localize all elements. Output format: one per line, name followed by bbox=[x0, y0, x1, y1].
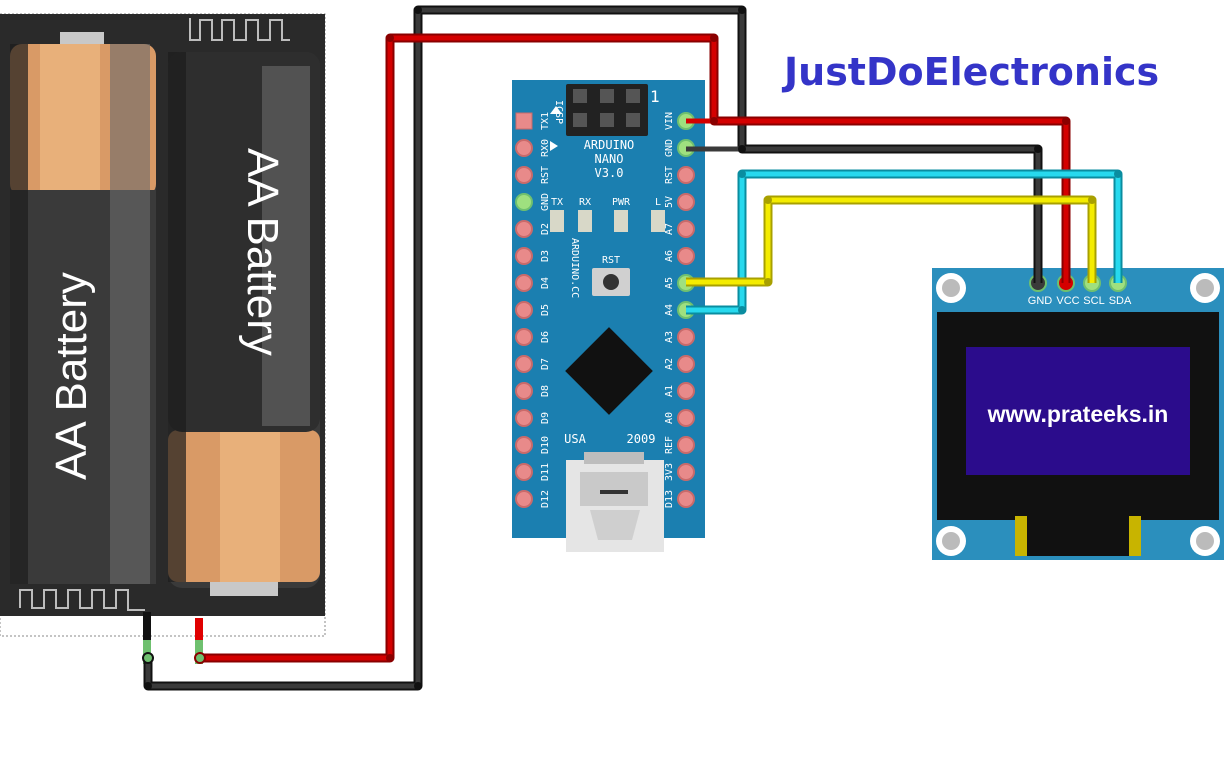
pin-label: D4 bbox=[540, 277, 551, 289]
oled-pin-label: SCL bbox=[1083, 295, 1104, 307]
led-rx-label: RX bbox=[579, 197, 591, 208]
oled-pin-label: VCC bbox=[1056, 295, 1079, 307]
led-pwr-label: PWR bbox=[612, 197, 631, 208]
pin-label: D11 bbox=[540, 463, 551, 481]
battery-cell-right: AA Battery bbox=[168, 52, 320, 596]
pin-label: A2 bbox=[664, 358, 675, 370]
battery-cell-left: AA Battery bbox=[10, 32, 156, 584]
pin-label: A3 bbox=[664, 331, 675, 343]
pin-a6[interactable] bbox=[677, 247, 695, 265]
pin-label: A5 bbox=[664, 277, 675, 289]
reset-button[interactable] bbox=[603, 274, 619, 290]
pin-d11[interactable] bbox=[515, 463, 533, 481]
pin-label: D6 bbox=[540, 331, 551, 343]
pin-label: D2 bbox=[540, 223, 551, 235]
battery-left-label: AA Battery bbox=[47, 272, 96, 480]
pin-label: A0 bbox=[664, 412, 675, 424]
led-l bbox=[651, 210, 665, 232]
icsp-pin1-label: 1 bbox=[650, 87, 660, 106]
pin-d8[interactable] bbox=[515, 382, 533, 400]
pin-label: D3 bbox=[540, 250, 551, 262]
board-title-3: V3.0 bbox=[595, 166, 624, 180]
pin-d3[interactable] bbox=[515, 247, 533, 265]
pin-label: 5V bbox=[664, 196, 675, 208]
battery-right-label: AA Battery bbox=[238, 148, 287, 356]
pin-label: D10 bbox=[540, 436, 551, 454]
rx-marker-icon bbox=[550, 141, 558, 151]
oled-screen bbox=[966, 347, 1190, 475]
pin-label: RST bbox=[540, 166, 551, 184]
usb-connector bbox=[566, 452, 664, 552]
arduino-cc-label: ARDUINO.CC bbox=[569, 238, 580, 298]
led-tx-label: TX bbox=[551, 197, 563, 208]
pin-label: A7 bbox=[664, 223, 675, 235]
oled-pin-label: GND bbox=[1028, 295, 1053, 307]
pin-label: D9 bbox=[540, 412, 551, 424]
wires bbox=[142, 5, 1123, 691]
pin-label: TX1 bbox=[540, 112, 551, 130]
oled-pin-label: SDA bbox=[1109, 295, 1132, 307]
top-spring bbox=[189, 18, 290, 41]
board-title-1: ARDUINO bbox=[584, 138, 635, 152]
pin-5v[interactable] bbox=[677, 193, 695, 211]
pin-d9[interactable] bbox=[515, 409, 533, 427]
pin-rx0[interactable] bbox=[515, 139, 533, 157]
battery-leads bbox=[143, 612, 203, 664]
pin-label: D12 bbox=[540, 490, 551, 508]
pin-rst[interactable] bbox=[677, 166, 695, 184]
pin-label: GND bbox=[664, 139, 675, 157]
wire-black-gnd bbox=[143, 5, 1043, 691]
led-rx bbox=[578, 210, 592, 232]
pin-d12[interactable] bbox=[515, 490, 533, 508]
arduino-nano: ICSP 1 ARDUINO NANO V3.0 TX RX PWR L ARD… bbox=[512, 80, 705, 552]
pin-d7[interactable] bbox=[515, 355, 533, 373]
pin-label: 3V3 bbox=[664, 463, 675, 481]
pin-label: RX0 bbox=[540, 139, 551, 157]
pin-label: REF bbox=[664, 436, 675, 454]
pin-label: A1 bbox=[664, 385, 675, 397]
pin-label: D5 bbox=[540, 304, 551, 316]
pin-d5[interactable] bbox=[515, 301, 533, 319]
flex-cable bbox=[1027, 516, 1129, 556]
pin-ref[interactable] bbox=[677, 436, 695, 454]
reset-label: RST bbox=[602, 255, 620, 266]
oled-screen-text: www.prateeks.in bbox=[987, 401, 1169, 427]
pin-a7[interactable] bbox=[677, 220, 695, 238]
pin-d10[interactable] bbox=[515, 436, 533, 454]
pin-label: D7 bbox=[540, 358, 551, 370]
pin-d6[interactable] bbox=[515, 328, 533, 346]
pin-label: RST bbox=[664, 166, 675, 184]
pin-label: D8 bbox=[540, 385, 551, 397]
led-tx bbox=[550, 210, 564, 232]
pin-label: VIN bbox=[664, 112, 675, 130]
pin-rst[interactable] bbox=[515, 166, 533, 184]
pin-gnd[interactable] bbox=[515, 193, 533, 211]
microcontroller-chip bbox=[565, 327, 653, 415]
pin-d13[interactable] bbox=[677, 490, 695, 508]
bottom-spring bbox=[19, 589, 145, 611]
pin-d2[interactable] bbox=[515, 220, 533, 238]
watermark-title: JustDoElectronics bbox=[784, 50, 1160, 94]
pin-label: A4 bbox=[664, 304, 675, 316]
tx-marker-icon bbox=[550, 106, 562, 114]
led-l-label: L bbox=[655, 197, 661, 208]
year-label: 2009 bbox=[627, 432, 656, 446]
pin-a0[interactable] bbox=[677, 409, 695, 427]
pin-label: GND bbox=[540, 193, 551, 211]
usa-label: USA bbox=[564, 432, 586, 446]
pin-tx1[interactable] bbox=[515, 112, 533, 130]
board-title-2: NANO bbox=[595, 152, 624, 166]
pin-a3[interactable] bbox=[677, 328, 695, 346]
pin-label: D13 bbox=[664, 490, 675, 508]
pin-a1[interactable] bbox=[677, 382, 695, 400]
pin-label: A6 bbox=[664, 250, 675, 262]
pin-3v3[interactable] bbox=[677, 463, 695, 481]
led-pwr bbox=[614, 210, 628, 232]
pin-a2[interactable] bbox=[677, 355, 695, 373]
pin-d4[interactable] bbox=[515, 274, 533, 292]
